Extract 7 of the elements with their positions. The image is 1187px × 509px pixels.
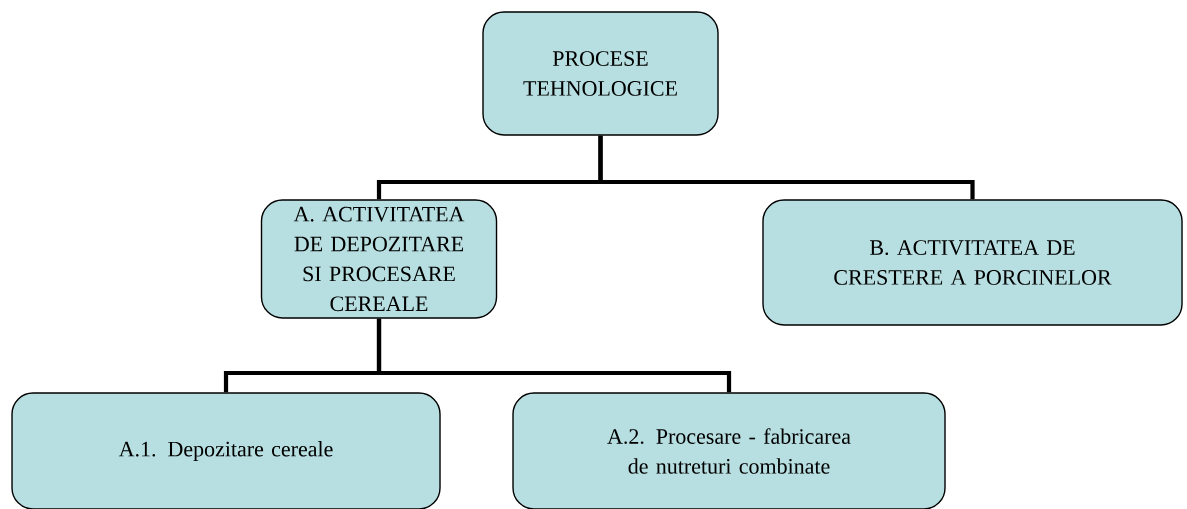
process-box: B. ACTIVITATEA DE CRESTERE A PORCINELOR [762,199,1183,326]
connector-line [598,135,975,200]
connector-line [376,318,732,393]
process-box: A.1. Depozitare cereale [11,392,441,509]
process-box: A. ACTIVITATEA DE DEPOZITARE SI PROCESARE CEREALE [260,199,498,319]
process-box: A.2. Procesare - fabricarea de nutreturi combinate [512,392,946,509]
process-box: PROCESE TEHNOLOGICE [482,11,719,136]
